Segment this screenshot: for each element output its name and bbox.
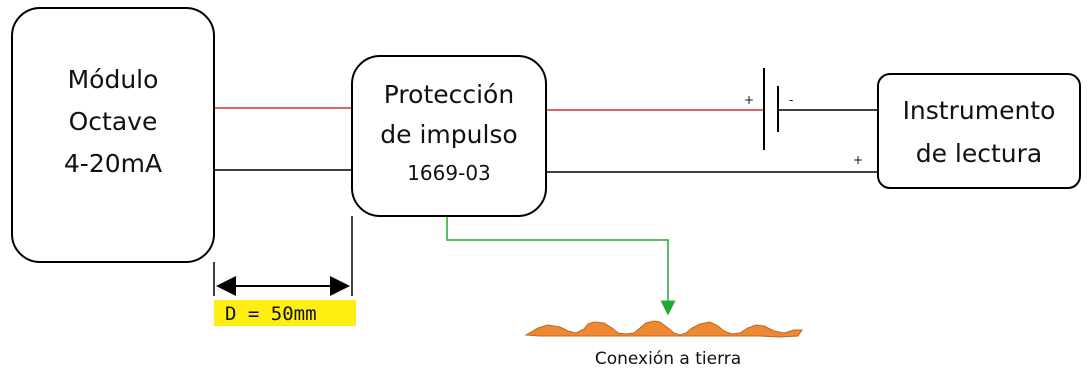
ground-label: Conexión a tierra — [595, 349, 741, 369]
octave-module-line-3: 4-20mA — [64, 149, 162, 178]
impulse-protection-box — [351, 55, 547, 217]
octave-module-box — [11, 7, 215, 263]
ground-symbol — [524, 320, 803, 338]
instrument-plus-label: + — [853, 153, 863, 167]
octave-module-line-2: Octave — [69, 107, 158, 136]
reading-instrument-line-2: de lectura — [916, 139, 1043, 168]
impulse-protection-line-2: de impulso — [380, 120, 517, 149]
ground-wire — [446, 216, 676, 316]
battery-minus-label: - — [789, 93, 793, 107]
octave-module-line-1: Módulo — [68, 65, 159, 94]
dimension-highlight — [214, 300, 356, 326]
impulse-protection-model: 1669-03 — [407, 161, 491, 185]
reading-instrument-line-1: Instrumento — [903, 96, 1056, 125]
dimension-label: D = 50mm — [225, 303, 317, 325]
battery-plus-label: + — [744, 93, 754, 107]
reading-instrument-box — [877, 73, 1081, 189]
impulse-protection-line-1: Protección — [384, 80, 514, 109]
